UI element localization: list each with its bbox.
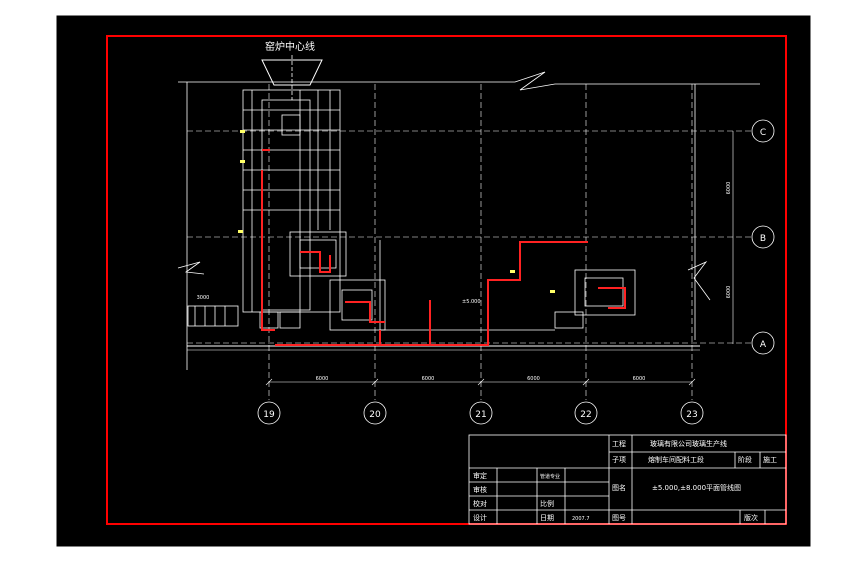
equipment-cluster-left <box>259 231 386 331</box>
pipe-box-a <box>300 251 331 273</box>
title-block-text: 工程 玻璃有限公司玻璃生产线 子项 熔制车间配料工段 阶段 施工 审定 审核 校… <box>473 439 777 522</box>
marker-1 <box>240 130 245 133</box>
col-bubble-21 <box>469 401 493 425</box>
row-bubble-label-B: B <box>760 234 766 244</box>
dimension-tick-4 <box>688 378 696 386</box>
tower-elevator <box>281 114 301 136</box>
pipe-box-c <box>345 301 385 323</box>
col-bubble-23 <box>680 401 704 425</box>
title-block-frame <box>468 434 787 525</box>
furnace-centerline-label: 窑炉中心线 <box>265 40 315 53</box>
col-bubble-label-19: 19 <box>263 410 275 420</box>
instrument-markers <box>238 130 555 293</box>
tb-project-value: 玻璃有限公司玻璃生产线 <box>650 439 727 448</box>
col-bubble-label-20: 20 <box>369 410 381 420</box>
tb-drawing-type: 管道专业 <box>540 473 560 480</box>
tb-row-value-3: 日期 <box>540 514 554 522</box>
tb-project-label: 工程 <box>612 439 626 448</box>
right-dim-text-ba: 6000 <box>726 286 732 299</box>
equipment-box-h <box>584 277 624 307</box>
col-bubble-20 <box>363 401 387 425</box>
pipe-mid-run <box>430 241 588 346</box>
equipment-box-d <box>341 289 373 321</box>
right-break-mark <box>687 261 711 301</box>
row-bubble-B <box>751 225 775 249</box>
title-block <box>468 434 787 525</box>
tb-name-label: 图名 <box>612 483 626 492</box>
red-pipe-network <box>261 149 626 346</box>
row-axis-bubbles: C B A <box>751 119 775 355</box>
dimension-tick-3 <box>582 378 590 386</box>
right-dim-text-cb: 6000 <box>726 182 732 195</box>
row-bubble-C <box>751 119 775 143</box>
elevation-mark: ±5.000 <box>462 299 481 305</box>
tb-sub-value: 熔制车间配料工段 <box>648 455 704 464</box>
equipment-box-c <box>329 279 386 331</box>
row-bubble-label-C: C <box>760 128 766 138</box>
equipment-cluster-right <box>379 240 636 331</box>
marker-3 <box>238 230 243 233</box>
dimension-tick-2 <box>477 378 485 386</box>
equipment-box-a <box>289 231 347 277</box>
pipe-main-vertical <box>261 170 275 331</box>
tb-row-label-3: 设计 <box>473 513 487 522</box>
grid-lines <box>187 84 752 400</box>
row-bubble-label-A: A <box>760 340 767 350</box>
dimension-row: 6000 6000 6000 6000 3000 <box>197 295 696 386</box>
dimension-tick-0 <box>265 378 273 386</box>
tb-no-label: 图号 <box>612 514 626 522</box>
hopper-shape <box>261 59 323 86</box>
dimension-text-span_19_20: 6000 <box>316 376 329 382</box>
col-bubble-22 <box>574 401 598 425</box>
dimension-text-span_21_22: 6000 <box>527 376 540 382</box>
col-bubble-label-22: 22 <box>580 410 591 420</box>
col-bubble-label-21: 21 <box>475 410 486 420</box>
tb-row-label-1: 审核 <box>473 485 487 494</box>
tb-revision-label: 版次 <box>744 513 758 522</box>
column-axis-bubbles: 19 20 21 22 23 <box>257 401 704 425</box>
row-bubble-A <box>751 331 775 355</box>
col-bubble-label-23: 23 <box>686 410 697 420</box>
marker-5 <box>550 290 555 293</box>
marker-2 <box>240 160 245 163</box>
top-break-line <box>178 71 760 91</box>
dimension-text-span_20_21: 6000 <box>422 376 435 382</box>
dimension-text-left-ext: 3000 <box>197 295 210 301</box>
tb-row-label-2: 校对 <box>473 499 487 508</box>
equipment-box-i <box>554 311 584 329</box>
col-bubble-19 <box>257 401 281 425</box>
drawing-background <box>55 14 812 548</box>
equipment-box-g <box>574 269 636 316</box>
left-platform <box>187 305 239 327</box>
tb-stage-label: 阶段 <box>738 455 752 464</box>
tb-date-value: 2007.7 <box>572 516 590 522</box>
dimension-tick-1 <box>371 378 379 386</box>
red-border <box>106 35 787 525</box>
platform-rect <box>187 305 239 327</box>
tb-stage-value: 施工 <box>763 455 777 464</box>
equipment-box-e <box>279 311 301 329</box>
left-break-mark <box>177 261 205 275</box>
pipe-right-box <box>598 287 626 309</box>
tb-row-value-2: 比例 <box>540 499 554 508</box>
dimension-text-span_22_23: 6000 <box>633 376 646 382</box>
equipment-box-b <box>299 239 337 269</box>
tb-sub-label: 子项 <box>612 456 626 464</box>
silo-tower <box>242 89 341 313</box>
marker-4 <box>510 270 515 273</box>
tb-row-label-0: 审定 <box>473 471 487 480</box>
tb-name-value: ±5.000,±8.000平面管线图 <box>652 483 741 492</box>
